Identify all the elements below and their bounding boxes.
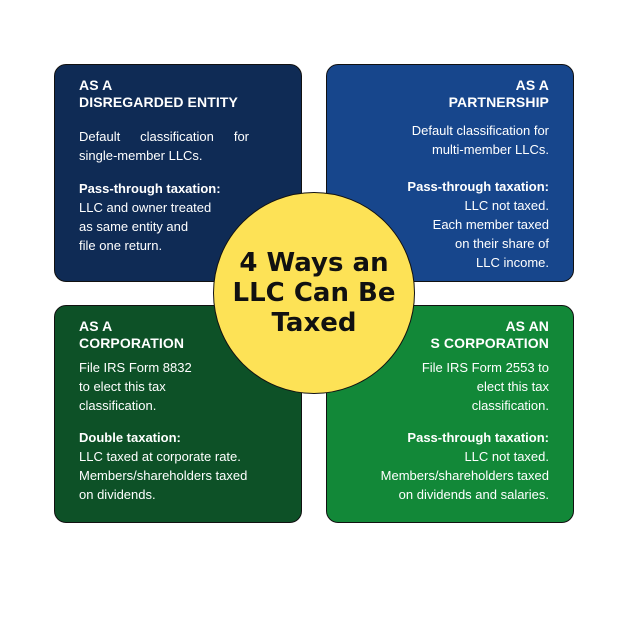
tax-type-label: Pass-through taxation:	[79, 181, 221, 196]
card-description: File IRS Form 2553 to elect this tax cla…	[421, 360, 549, 413]
card-tax-info: Double taxation: LLC taxed at corporate …	[79, 428, 285, 504]
partnership-card: AS A PARTNERSHIP Default classification …	[326, 64, 574, 282]
tax-type-label: Pass-through taxation:	[407, 430, 549, 445]
tax-type-label: Pass-through taxation:	[407, 179, 549, 194]
card-description: Default classification for multi-member …	[411, 123, 549, 157]
card-heading: AS A DISREGARDED ENTITY	[79, 77, 238, 110]
card-tax-info: Pass-through taxation: LLC not taxed. Ea…	[343, 177, 549, 272]
center-title-circle: 4 Ways an LLC Can Be Taxed	[213, 192, 415, 394]
card-heading: AS A PARTNERSHIP	[448, 77, 549, 110]
disregarded-entity-card: AS A DISREGARDED ENTITY Default classifi…	[54, 64, 302, 282]
tax-type-label: Double taxation:	[79, 430, 181, 445]
card-description: File IRS Form 8832 to elect this tax cla…	[79, 360, 192, 413]
card-heading: AS A CORPORATION	[79, 318, 185, 351]
card-heading: AS AN S CORPORATION	[430, 318, 549, 351]
card-description: Default classification for single-member…	[79, 129, 249, 163]
card-tax-info: Pass-through taxation: LLC and owner tre…	[79, 179, 285, 255]
card-tax-info: Pass-through taxation: LLC not taxed. Me…	[343, 428, 549, 504]
diagram-title: 4 Ways an LLC Can Be Taxed	[232, 248, 396, 338]
